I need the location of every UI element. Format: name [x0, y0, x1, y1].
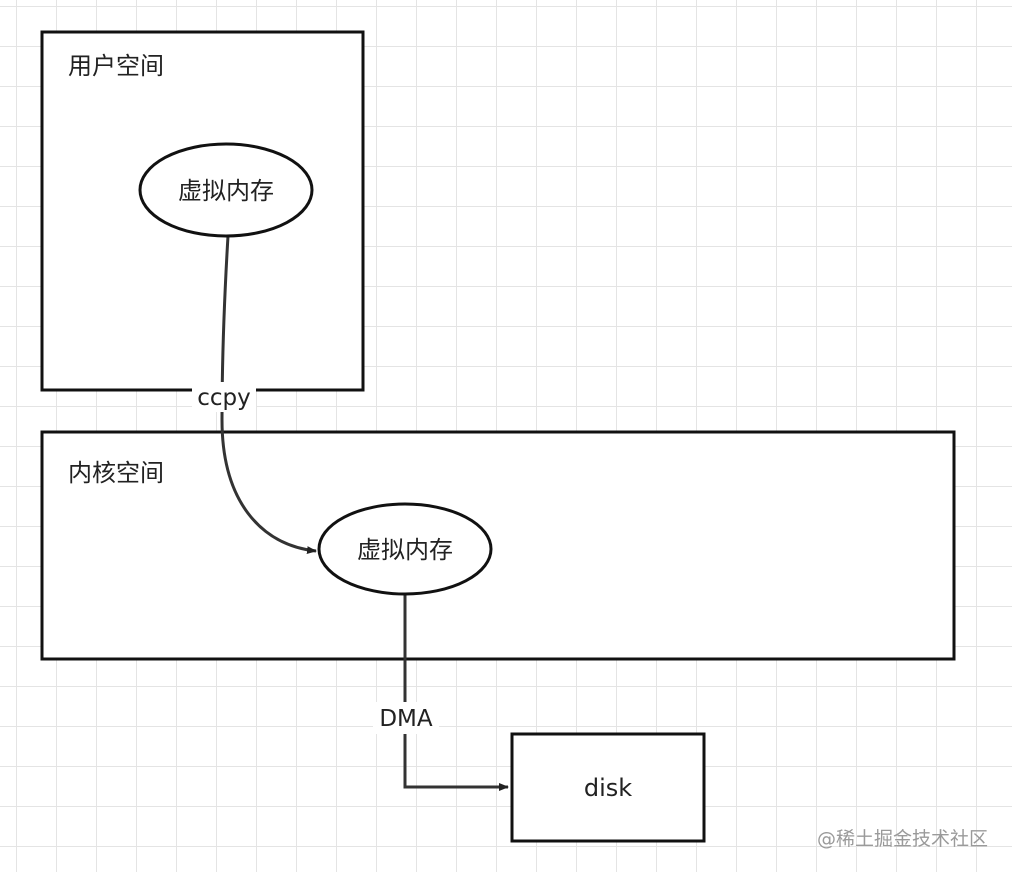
edge-label-ccpy: ccpy	[197, 385, 251, 411]
user-space-label: 用户空间	[68, 52, 164, 80]
kernel-space-label: 内核空间	[68, 459, 164, 487]
edge-label-bg-ccpy	[192, 382, 256, 412]
kernel-space-box: 内核空间	[40, 430, 956, 661]
watermark: @稀土掘金技术社区	[817, 828, 988, 850]
user-virtual-memory-node: 虚拟内存	[138, 142, 314, 238]
disk-node: disk	[510, 732, 706, 843]
user-virtual-memory-label: 虚拟内存	[178, 177, 274, 205]
edge-label-bg-dma	[373, 702, 439, 734]
edge-kernel-to-disk	[403, 594, 509, 791]
disk-label: disk	[584, 774, 632, 802]
edge-label-dma: DMA	[379, 706, 433, 732]
edge-user-to-kernel	[220, 235, 317, 555]
kernel-virtual-memory-node: 虚拟内存	[317, 502, 493, 596]
kernel-virtual-memory-label: 虚拟内存	[357, 536, 453, 564]
